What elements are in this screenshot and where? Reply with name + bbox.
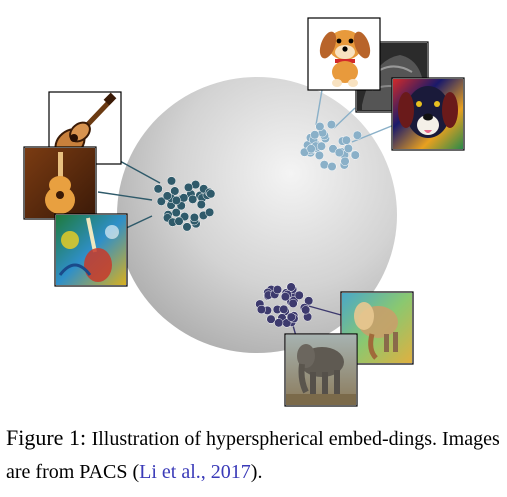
elephant-embedding-point (304, 296, 314, 306)
elephant-photo-thumbnail (284, 333, 358, 407)
elephant-cluster (255, 282, 314, 328)
dog-embedding-point (319, 160, 329, 170)
dog-cartoon-icon (319, 30, 371, 87)
dog-embedding-point (310, 130, 320, 140)
hypersphere-figure (23, 17, 465, 407)
elephant-embedding-point (294, 290, 304, 300)
figure-label: Figure 1: (6, 425, 87, 450)
dog-embedding-point (315, 121, 325, 132)
guitar-art-thumbnail (54, 213, 128, 287)
dog-painting-icon (398, 86, 458, 138)
dog-embedding-point (352, 130, 362, 140)
elephant-embedding-point (272, 285, 283, 295)
dog-embedding-point (340, 156, 350, 166)
dog-embedding-point (343, 143, 353, 154)
elephant-embedding-point (279, 304, 289, 314)
dog-embedding-point (327, 161, 337, 172)
guitar-embedding-point (162, 191, 172, 201)
dog-embedding-point (334, 148, 344, 158)
guitar-painting-icon (58, 217, 119, 282)
guitar-embedding-point (171, 195, 181, 205)
dog-embedding-point (316, 141, 326, 151)
guitar-embedding-point (196, 199, 206, 210)
dog-embedding-point (326, 120, 336, 130)
guitar-photo-thumbnail (23, 146, 97, 220)
elephant-embedding-point (301, 305, 311, 315)
dog-cartoon-thumbnail (307, 17, 381, 91)
dog-embedding-point (341, 135, 351, 145)
dog-embedding-point (350, 150, 360, 160)
caption-end: ). (250, 461, 263, 483)
dog-art-thumbnail (391, 77, 465, 151)
caption-text: Illustration of hyperspherical embed-din… (6, 428, 500, 483)
connector-lines (97, 89, 395, 337)
elephant-embedding-point (286, 282, 296, 292)
guitar-embedding-point (189, 212, 199, 223)
elephant-embedding-point (286, 312, 296, 322)
dog-cluster (299, 120, 362, 172)
guitar-embedding-point (174, 216, 184, 226)
guitar-embedding-point (153, 184, 163, 194)
guitar-embedding-point (206, 189, 216, 199)
elephant-painting-icon (354, 302, 398, 360)
guitar-embedding-point (182, 222, 192, 232)
figure-caption: Figure 1: Illustration of hyperspherical… (6, 422, 501, 488)
elephant-embedding-point (274, 318, 284, 328)
elephant-embedding-point (266, 314, 276, 324)
hypersphere (117, 77, 397, 353)
elephant-art-thumbnail (340, 291, 414, 365)
guitar-cluster (153, 176, 216, 232)
elephant-embedding-point (288, 298, 298, 308)
guitar-embedding-point (166, 176, 177, 186)
guitar-embedding-point (205, 207, 215, 217)
guitar-embedding-point (170, 186, 180, 196)
dog-embedding-point (314, 150, 324, 160)
citation-link[interactable]: Li et al., 2017 (139, 461, 251, 483)
guitar-embedding-point (183, 182, 194, 192)
guitar-embedding-point (188, 194, 198, 204)
elephant-embedding-point (280, 292, 290, 302)
guitar-embedding-point (156, 196, 166, 206)
dog-embedding-point (306, 144, 316, 154)
elephant-embedding-point (256, 304, 266, 315)
elephant-photo-icon (286, 344, 356, 405)
guitar-photo-icon (45, 152, 75, 214)
